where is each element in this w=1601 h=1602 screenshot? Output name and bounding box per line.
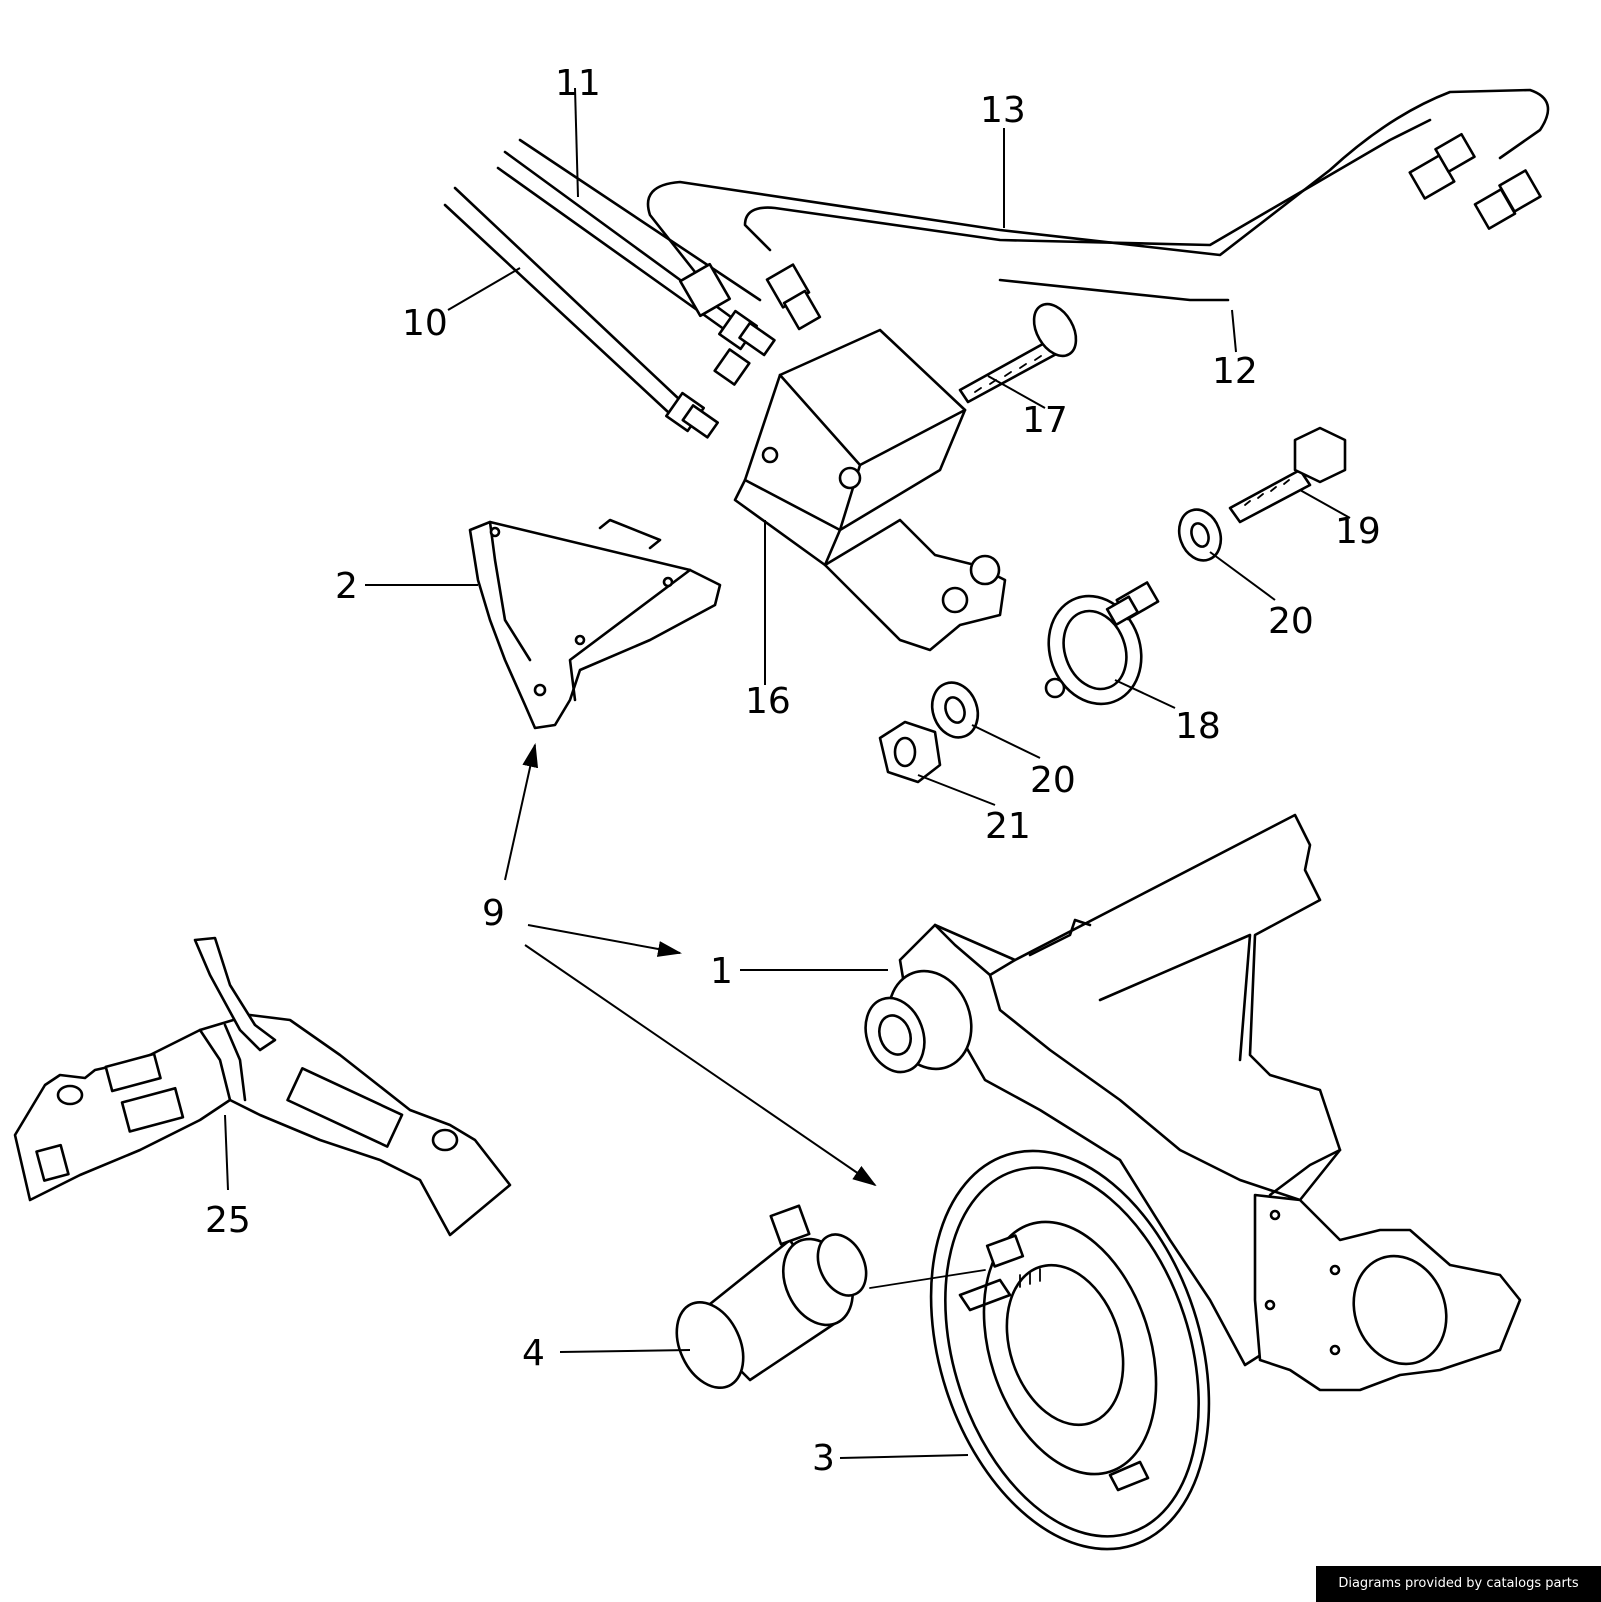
callout-17: 17 (1022, 400, 1068, 441)
brake-pipes-12-13 (646, 88, 1550, 331)
brake-valve-16 (733, 328, 1007, 652)
callout-25: 25 (205, 1200, 251, 1241)
rubber-bushing-18 (1044, 581, 1160, 706)
callout-11: 11 (555, 63, 601, 104)
brake-backing-plate-3 (929, 1149, 1211, 1551)
callout-21: 21 (985, 806, 1031, 847)
callout-19: 19 (1335, 511, 1381, 552)
wheel-cylinder-4 (675, 1204, 986, 1390)
bolt-17 (958, 302, 1078, 404)
washers-20-and-nut-21 (878, 508, 1223, 784)
callout-13: 13 (980, 90, 1026, 131)
callout-9: 9 (482, 893, 505, 934)
callout-20a: 20 (1268, 601, 1314, 642)
callout-20b: 20 (1030, 760, 1076, 801)
callout-labels: 11 13 10 12 17 19 2 20 16 18 20 21 9 1 2… (205, 63, 1381, 1479)
callout-4: 4 (522, 1333, 545, 1374)
brake-pipes-10-11 (443, 138, 776, 439)
bolt-19 (1228, 426, 1347, 524)
mounting-bracket-2 (468, 518, 722, 730)
leader-lines (224, 87, 1351, 1459)
callout-9-arrows (504, 743, 877, 1187)
callout-12: 12 (1212, 351, 1258, 392)
rear-axle-beam-1 (864, 813, 1522, 1392)
callout-2: 2 (335, 566, 358, 607)
callout-18: 18 (1175, 706, 1221, 747)
protective-shield-25 (13, 936, 512, 1237)
callout-16: 16 (745, 681, 791, 722)
diagram-credit-banner: Diagrams provided by catalogs parts (1316, 1566, 1601, 1602)
callout-1: 1 (710, 951, 733, 992)
callout-10: 10 (402, 303, 448, 344)
callout-3: 3 (812, 1438, 835, 1479)
